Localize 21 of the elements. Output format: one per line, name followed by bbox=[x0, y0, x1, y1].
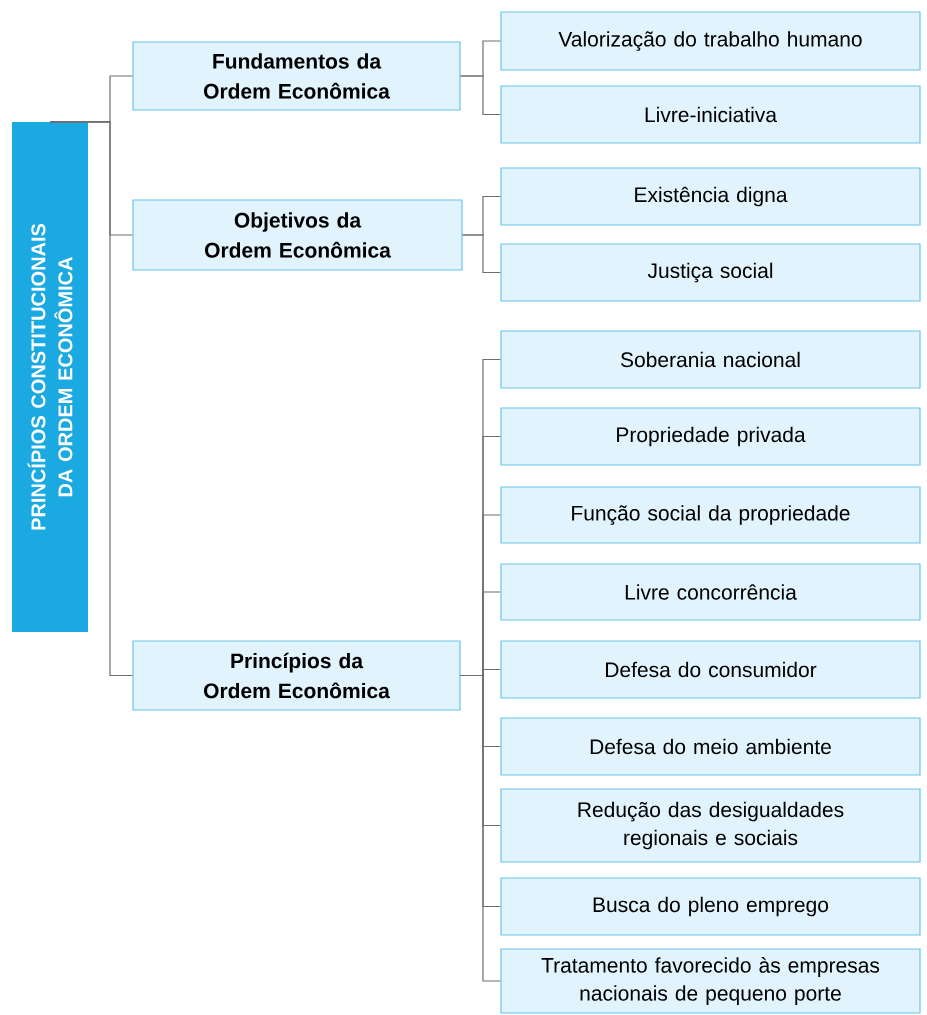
item-box: Tratamento favorecido às empresas nacionais de pequeno porte bbox=[500, 948, 921, 1014]
item-box: Justiça social bbox=[500, 243, 921, 302]
connector-line bbox=[462, 234, 501, 274]
connector-line bbox=[49, 121, 133, 677]
item-box: Soberania nacional bbox=[500, 330, 921, 389]
connector-line bbox=[460, 674, 501, 982]
connector-line bbox=[460, 75, 501, 116]
item-box: Livre concorrência bbox=[500, 563, 921, 621]
item-box: Propriedade privada bbox=[500, 407, 921, 466]
item-box: Valorização do trabalho humano bbox=[500, 11, 921, 71]
category-box: Fundamentos da Ordem Econômica bbox=[132, 41, 461, 111]
item-box: Função social da propriedade bbox=[500, 486, 921, 544]
item-box: Existência digna bbox=[500, 167, 921, 226]
item-box: Defesa do meio ambiente bbox=[500, 717, 921, 776]
item-box: Defesa do consumidor bbox=[500, 640, 921, 699]
item-box: Livre-iniciativa bbox=[500, 85, 921, 144]
item-box: Redução das desigualdades regionais e sociais bbox=[500, 788, 921, 863]
category-box: Objetivos da Ordem Econômica bbox=[132, 199, 463, 271]
item-box: Busca do pleno emprego bbox=[500, 877, 921, 936]
title-bar: PRINCÍPIOS CONSTITUCIONAIS DA ORDEM ECONÔMICA bbox=[12, 122, 88, 632]
category-box: Princípios da Ordem Econômica bbox=[132, 640, 461, 711]
